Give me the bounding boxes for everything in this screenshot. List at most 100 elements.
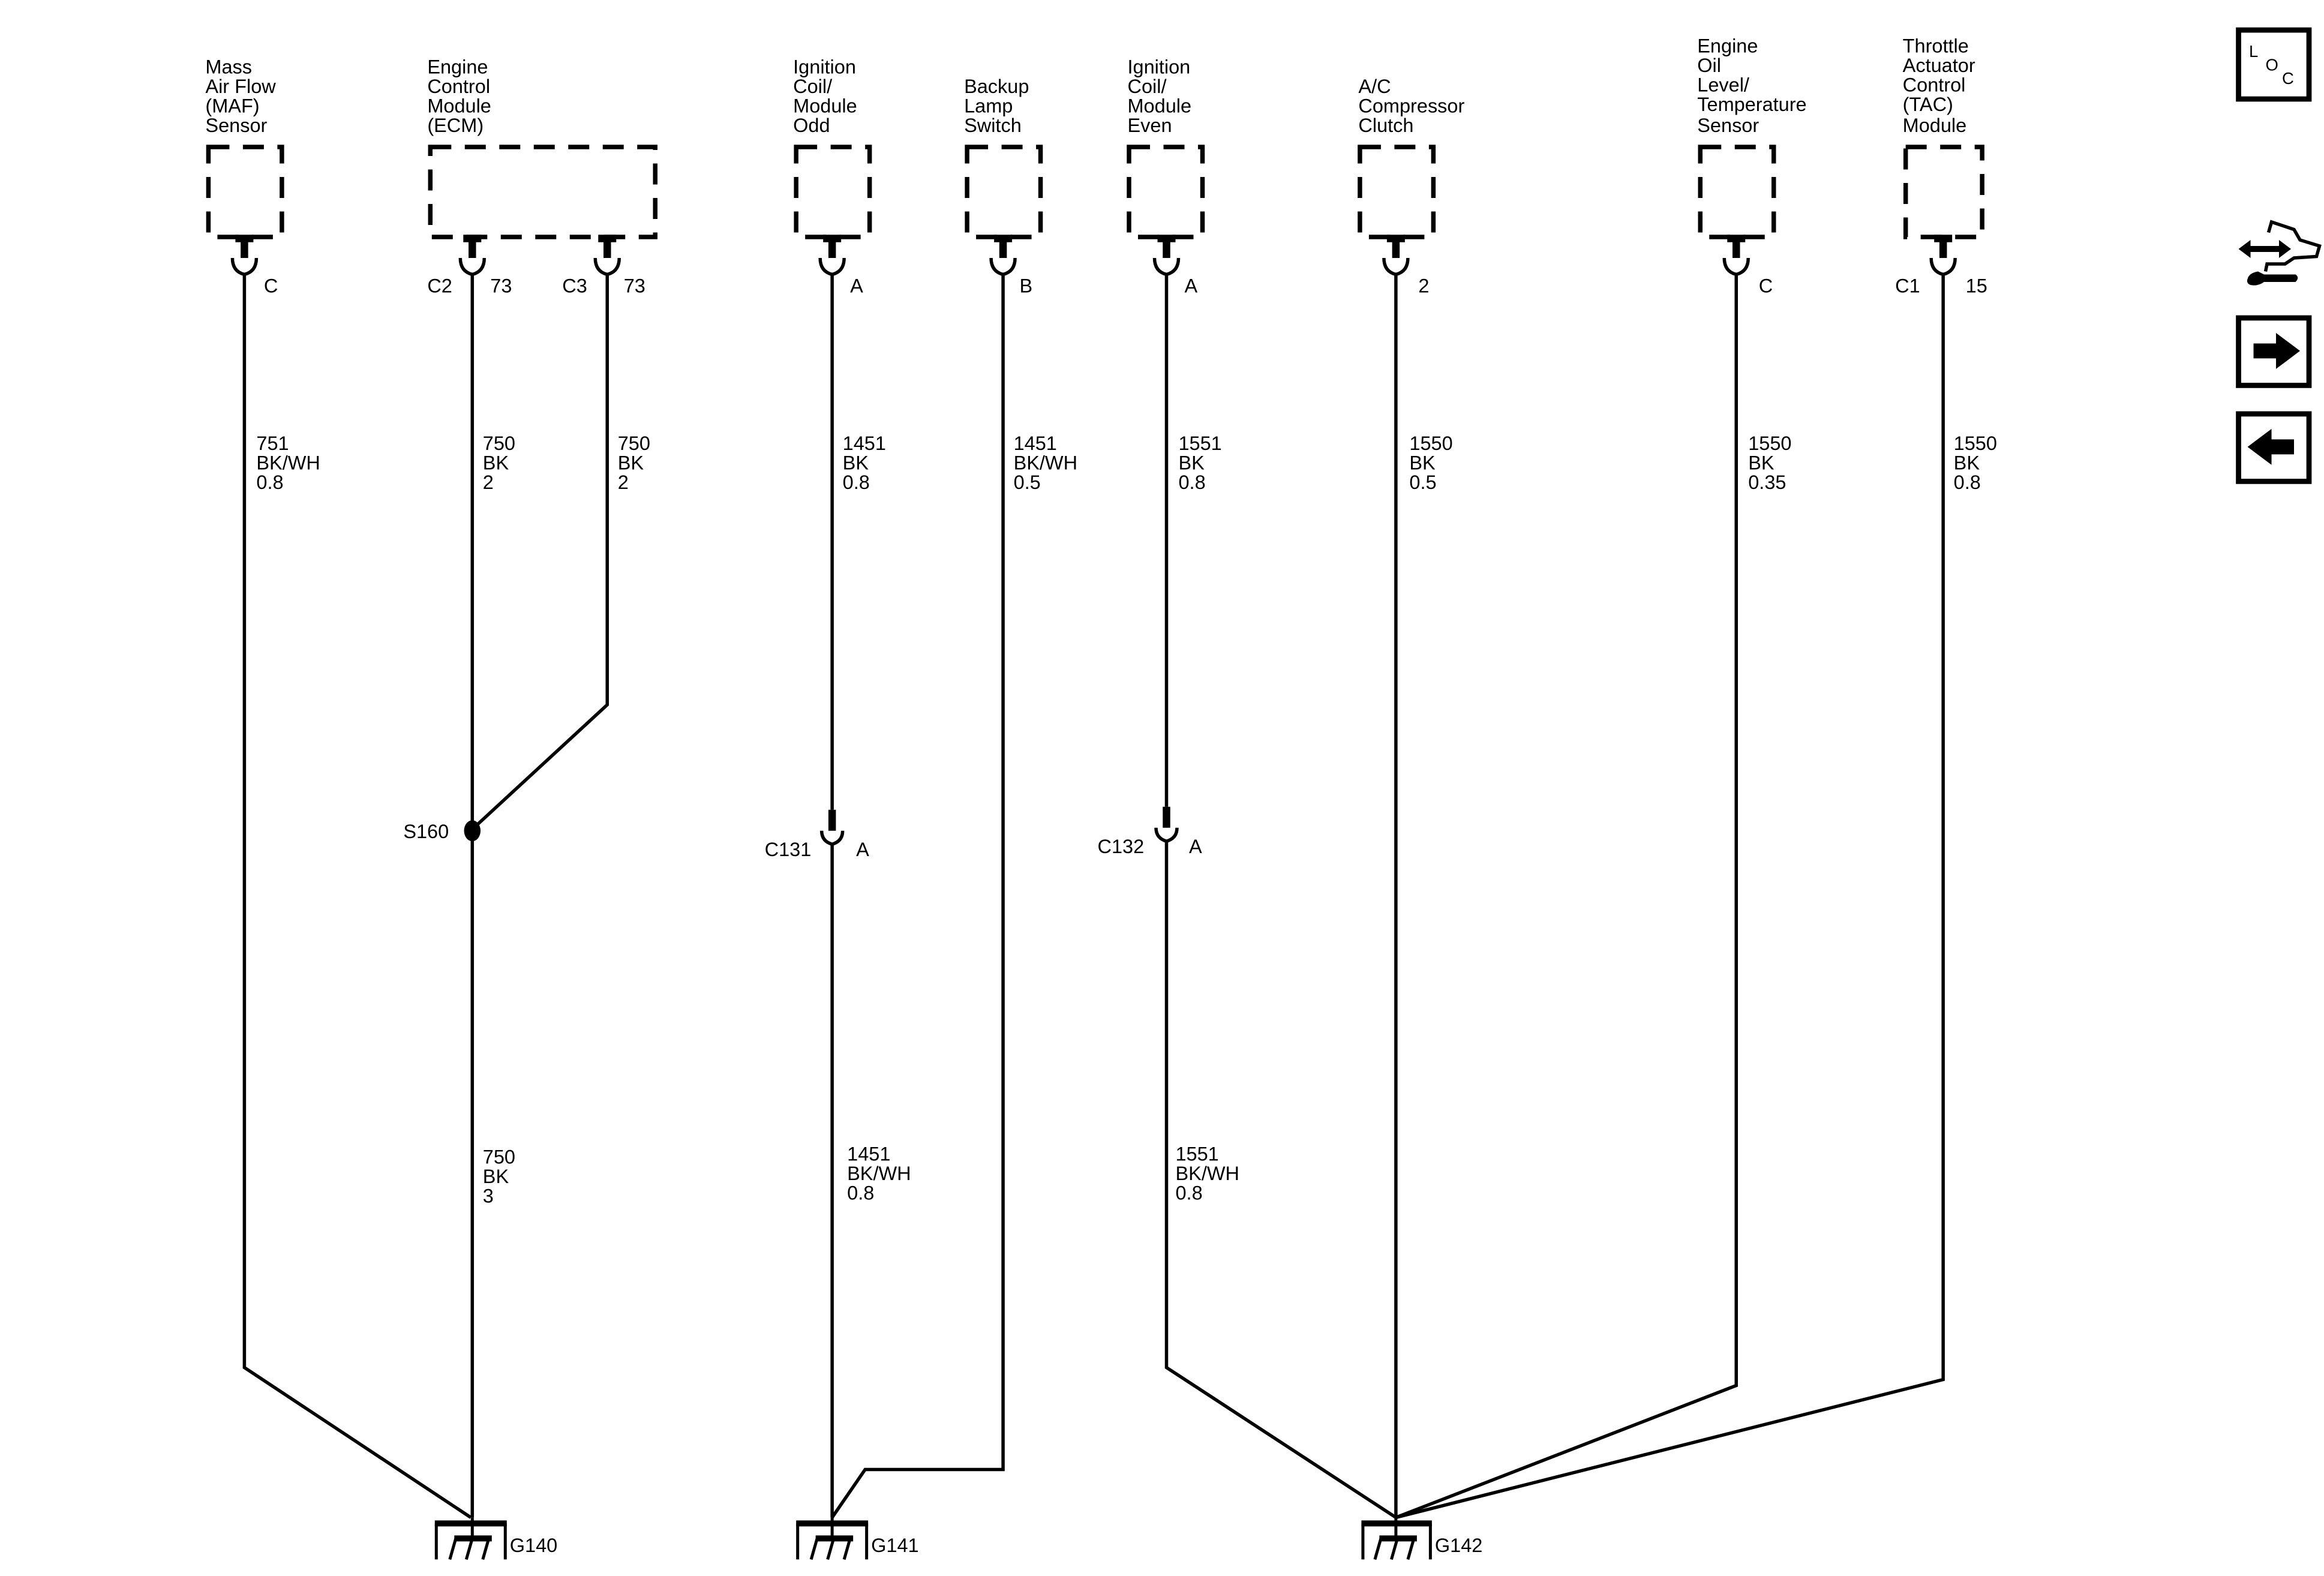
component-box-ac-compressor-clutch [1358, 145, 1436, 239]
previous-page-button[interactable] [2236, 411, 2312, 484]
component-label-maf: Mass Air Flow (MAF) Sensor [205, 56, 276, 136]
svg-text:Sensor: Sensor [1697, 115, 1759, 136]
svg-text:2: 2 [618, 472, 629, 493]
terminal-icon [818, 235, 846, 277]
svg-text:(MAF): (MAF) [205, 95, 259, 117]
svg-text:A/C: A/C [1358, 76, 1391, 97]
arrow-right-icon [2253, 332, 2301, 369]
component-box-ignition-coil-even [1127, 145, 1205, 239]
component-label-backup-lamp-switch: Backup Lamp Switch [964, 76, 1029, 136]
svg-text:Odd: Odd [793, 115, 830, 136]
component-box-ignition-coil-odd [794, 145, 872, 239]
svg-text:C131: C131 [765, 839, 812, 860]
svg-text:BK/WH: BK/WH [1014, 452, 1077, 473]
svg-text:2: 2 [483, 472, 494, 493]
component-label-ignition-coil-odd: Ignition Coil/ Module Odd [793, 56, 857, 136]
svg-text:Coil/: Coil/ [793, 76, 833, 97]
wire-1550-tac [1395, 274, 1945, 1520]
svg-text:G142: G142 [1435, 1535, 1482, 1556]
svg-text:Throttle: Throttle [1903, 35, 1969, 57]
svg-text:Mass: Mass [205, 56, 252, 78]
svg-text:BK/WH: BK/WH [1175, 1163, 1239, 1184]
svg-text:Module: Module [1903, 115, 1967, 136]
svg-text:Even: Even [1128, 115, 1172, 136]
svg-text:Switch: Switch [964, 115, 1022, 136]
svg-text:Engine: Engine [427, 56, 488, 78]
connector-label: C3 [562, 275, 587, 296]
svg-text:1550: 1550 [1748, 433, 1791, 454]
svg-text:Ignition: Ignition [793, 56, 856, 78]
svg-text:Module: Module [793, 95, 857, 117]
terminal-icon [1929, 235, 1957, 277]
svg-text:750: 750 [483, 433, 515, 454]
svg-text:G140: G140 [510, 1535, 557, 1556]
svg-text:BK: BK [1409, 452, 1436, 473]
svg-text:BK: BK [1954, 452, 1980, 473]
svg-text:Lamp: Lamp [964, 95, 1013, 117]
svg-text:Module: Module [1128, 95, 1192, 117]
wire-751 [242, 274, 472, 1519]
component-label-ignition-coil-even: Ignition Coil/ Module Even [1128, 56, 1192, 136]
svg-text:751: 751 [256, 433, 289, 454]
svg-text:Air Flow: Air Flow [205, 76, 276, 97]
svg-text:Module: Module [427, 95, 491, 117]
svg-text:A: A [1189, 836, 1202, 857]
svg-text:Compressor: Compressor [1358, 95, 1464, 117]
terminal-icon [989, 235, 1017, 277]
ground-icon [1361, 1517, 1432, 1560]
wire-1551-lower [1164, 839, 1397, 1519]
svg-text:0.35: 0.35 [1748, 472, 1786, 493]
splice-s160: S160 [403, 820, 481, 842]
svg-text:(TAC): (TAC) [1903, 94, 1953, 115]
pin-label: 2 [1418, 275, 1429, 296]
svg-text:A: A [856, 839, 869, 860]
svg-text:O: O [2266, 56, 2278, 74]
svg-text:0.5: 0.5 [1409, 472, 1436, 493]
pin-label: A [850, 275, 863, 296]
svg-text:0.8: 0.8 [256, 472, 283, 493]
ground-g140: G140 [434, 1517, 557, 1560]
next-page-button[interactable] [2236, 315, 2312, 388]
svg-text:1550: 1550 [1409, 433, 1452, 454]
svg-text:BK: BK [1178, 452, 1205, 473]
svg-text:L: L [2249, 42, 2258, 61]
ground-icon [796, 1517, 869, 1560]
svg-text:Backup: Backup [964, 76, 1029, 97]
splice-dot-icon [464, 820, 481, 842]
component-box-maf [206, 145, 284, 239]
ground-g141: G141 [796, 1517, 919, 1560]
svg-text:0.8: 0.8 [847, 1182, 874, 1204]
wire-1550-oil [1395, 274, 1739, 1519]
component-box-backup-lamp-switch [965, 145, 1043, 239]
pin-label: B [1020, 275, 1033, 296]
svg-text:Control: Control [427, 76, 490, 97]
ground-icon [434, 1517, 507, 1560]
component-box-ecm [428, 145, 657, 239]
svg-text:1451: 1451 [1014, 433, 1057, 454]
svg-text:0.8: 0.8 [843, 472, 870, 493]
svg-text:Control: Control [1903, 74, 1966, 96]
pin-label: 73 [624, 275, 645, 296]
pin-label: C [1759, 275, 1773, 296]
terminal-icon [230, 235, 259, 277]
component-label-ecm: Engine Control Module (ECM) [427, 56, 491, 136]
svg-text:BK: BK [843, 452, 869, 473]
svg-text:Level/: Level/ [1697, 74, 1750, 96]
loc-button[interactable]: L O C [2236, 27, 2312, 102]
pin-label: A [1184, 275, 1197, 296]
service-info-button[interactable] [2238, 220, 2322, 286]
svg-text:1451: 1451 [843, 433, 886, 454]
svg-text:0.8: 0.8 [1175, 1182, 1202, 1204]
svg-text:Oil: Oil [1697, 55, 1721, 76]
component-label-tac-module: Throttle Actuator Control (TAC) Module [1903, 35, 1975, 136]
pin-label: 15 [1966, 275, 1987, 296]
terminal-icon [593, 235, 621, 277]
svg-text:1551: 1551 [1175, 1143, 1218, 1165]
wire-750-c3 [471, 274, 609, 831]
